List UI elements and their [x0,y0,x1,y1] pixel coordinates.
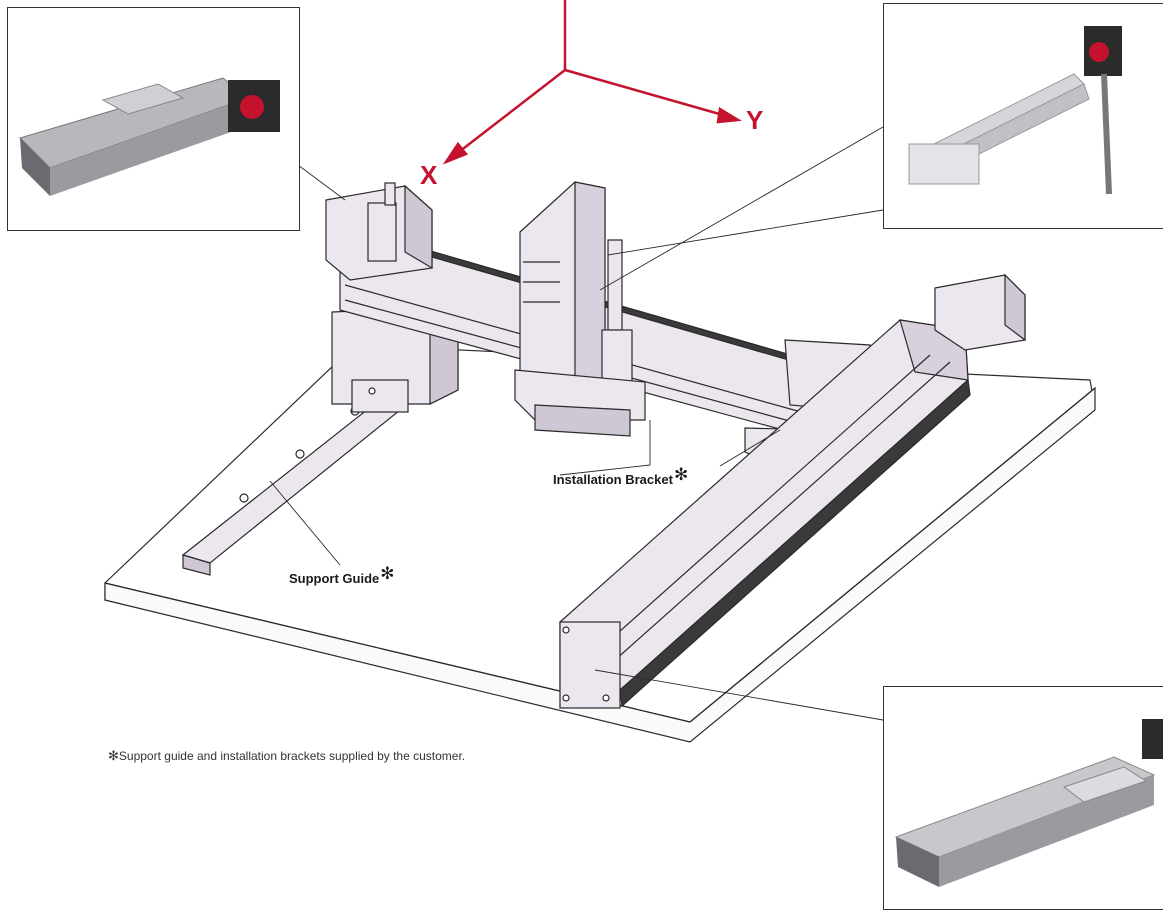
installation-bracket-label: Installation Bracket✻ [553,465,688,489]
inset-bottom-right-photo [883,686,1163,910]
rod-actuator-photo-icon [908,26,1122,195]
y-axis-motor [934,273,1026,351]
linear-actuator-photo-icon [19,77,280,196]
footnote-asterisk: ✻ [108,748,119,763]
support-guide-label: Support Guide✻ [289,564,395,588]
linear-actuator-photo-icon [894,719,1163,887]
inset-top-right-photo [883,3,1163,229]
inset-top-left-photo [7,7,300,231]
y-axis-actuator [559,319,971,709]
support-guide-text: Support Guide [289,571,380,586]
asterisk-mark: ✻ [673,465,689,484]
footnote: ✻Support guide and installation brackets… [108,748,465,764]
leader-lines [269,126,884,721]
asterisk-mark: ✻ [380,564,395,583]
y-axis-label: Y [746,105,764,135]
footnote-text: Support guide and installation brackets … [118,749,466,763]
x-axis-motor [325,182,433,281]
installation-bracket-text: Installation Bracket [553,472,673,487]
axis-indicator [442,0,742,165]
x-axis-label: X [420,160,438,190]
